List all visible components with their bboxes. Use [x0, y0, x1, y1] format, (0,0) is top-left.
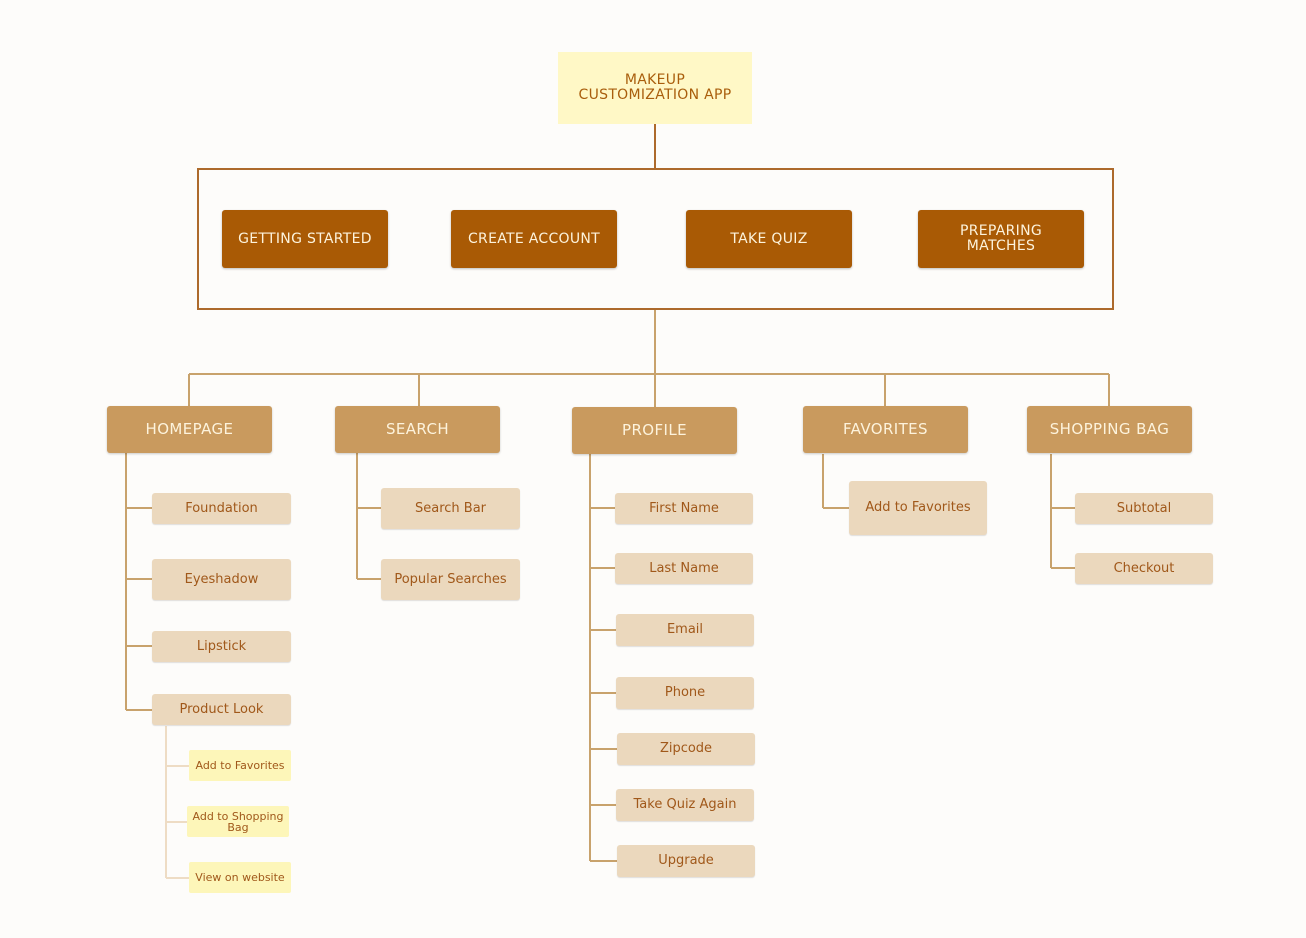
item-popular-searches: Popular Searches [381, 559, 520, 600]
node-label: CREATE ACCOUNT [467, 230, 601, 247]
section-label: FAVORITES [843, 419, 928, 438]
subitem-label: Add to Favorites [195, 759, 285, 772]
item-zipcode: Zipcode [617, 733, 755, 765]
item-label: Checkout [1113, 560, 1175, 576]
node-take-quiz: TAKE QUIZ [686, 210, 852, 268]
item-search-bar: Search Bar [381, 488, 520, 529]
subitem-add-to-favorites: Add to Favorites [189, 750, 291, 781]
root-node: MAKEUP CUSTOMIZATION APP [558, 52, 752, 124]
item-label: Eyeshadow [184, 571, 259, 587]
node-getting-started: GETTING STARTED [222, 210, 388, 268]
item-phone: Phone [616, 677, 754, 709]
item-upgrade: Upgrade [617, 845, 755, 877]
item-label: Take Quiz Again [633, 797, 737, 813]
section-label: HOMEPAGE [145, 419, 234, 438]
item-label: Add to Favorites [865, 500, 971, 516]
root-title: MAKEUP CUSTOMIZATION APP [578, 72, 732, 103]
section-homepage: HOMEPAGE [107, 406, 272, 453]
node-create-account: CREATE ACCOUNT [451, 210, 617, 268]
item-label: Zipcode [659, 741, 713, 757]
node-label: GETTING STARTED [238, 230, 372, 247]
item-label: Lipstick [196, 638, 247, 654]
item-first-name: First Name [615, 493, 753, 524]
subitem-view-on-website: View on website [189, 862, 291, 893]
item-email: Email [616, 614, 754, 646]
item-lipstick: Lipstick [152, 631, 291, 662]
item-label: Subtotal [1116, 500, 1172, 516]
subitem-label: View on website [195, 871, 285, 884]
item-label: Last Name [649, 560, 719, 576]
item-last-name: Last Name [615, 553, 753, 584]
section-label: PROFILE [622, 420, 687, 439]
node-label: PREPARING MATCHES [959, 223, 1043, 254]
item-checkout: Checkout [1075, 553, 1213, 584]
item-label: Phone [664, 685, 706, 701]
item-label: Upgrade [658, 853, 714, 869]
section-profile: PROFILE [572, 407, 737, 454]
section-shopping-bag: SHOPPING BAG [1027, 406, 1192, 453]
item-take-quiz-again: Take Quiz Again [616, 789, 754, 821]
item-label: Product Look [179, 701, 264, 717]
item-eyeshadow: Eyeshadow [152, 559, 291, 600]
item-foundation: Foundation [152, 493, 291, 524]
item-add-to-favorites: Add to Favorites [849, 481, 987, 535]
item-label: Foundation [185, 500, 258, 516]
item-label: Popular Searches [394, 571, 507, 587]
item-label: Email [666, 622, 704, 638]
section-search: SEARCH [335, 406, 500, 453]
subitem-add-to-shopping-bag: Add to Shopping Bag [187, 806, 289, 837]
section-label: SHOPPING BAG [1049, 419, 1170, 438]
subitem-label: Add to Shopping Bag [192, 809, 284, 834]
item-subtotal: Subtotal [1075, 493, 1213, 524]
section-favorites: FAVORITES [803, 406, 968, 453]
node-label: TAKE QUIZ [730, 230, 808, 247]
item-label: First Name [649, 500, 719, 516]
node-preparing-matches: PREPARING MATCHES [918, 210, 1084, 268]
item-product-look: Product Look [152, 694, 291, 725]
section-label: SEARCH [385, 419, 450, 438]
item-label: Search Bar [414, 500, 487, 516]
onboarding-group-frame [197, 168, 1114, 310]
